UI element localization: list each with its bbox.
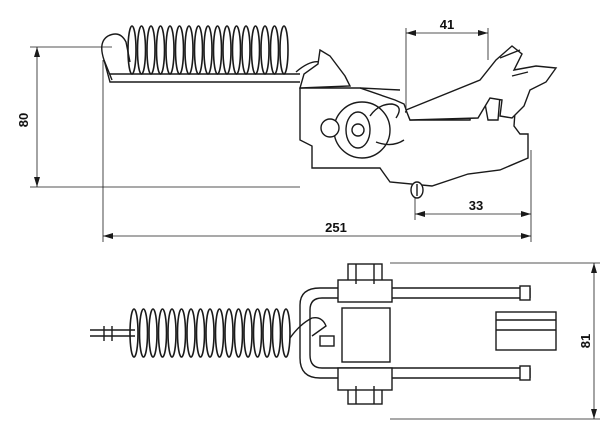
spring-coil [146, 25, 156, 75]
spring-coil [138, 308, 149, 358]
spring-coil [214, 308, 225, 358]
spring-coil [155, 25, 166, 75]
top-view: 81 [90, 262, 600, 420]
spring-coil [269, 25, 280, 75]
spring-coil [250, 25, 261, 75]
spring-coil [279, 25, 289, 75]
spring-coil [252, 308, 263, 358]
dimension-hook-offset: 33 [414, 190, 531, 220]
spring-coil [176, 308, 187, 358]
dimension-label-height: 80 [16, 113, 31, 127]
spring-coil [174, 25, 185, 75]
spring-coils [127, 25, 289, 75]
spring-coil [184, 25, 194, 75]
spring-hook [101, 33, 131, 81]
spring-coil [262, 308, 272, 358]
dimension-width: 81 [390, 262, 600, 420]
spring-coil [195, 308, 206, 358]
spring-coil [205, 308, 215, 358]
center-block [341, 307, 391, 363]
pivot-pin [345, 111, 371, 149]
hole-left [320, 118, 340, 138]
spring-coil [193, 25, 204, 75]
dimension-label-jaw-width: 41 [440, 17, 454, 32]
dimension-jaw-width: 41 [405, 17, 489, 120]
latch-arm [299, 48, 352, 89]
spring-coil [167, 308, 177, 358]
dimension-height: 80 [16, 46, 300, 188]
jaw-tab [495, 311, 557, 351]
spring-coil [260, 25, 270, 75]
spring-coils-top [129, 308, 291, 358]
spring-coil [231, 25, 242, 75]
spring-coil [148, 308, 158, 358]
jaw-lever [405, 45, 558, 121]
spring-coil [127, 25, 137, 75]
dimension-label-total-length: 251 [325, 220, 347, 235]
spring-coil [212, 25, 223, 75]
spring-coil [224, 308, 234, 358]
side-view: 80 41 251 33 [16, 17, 558, 242]
spring-coil [186, 308, 196, 358]
spring-coil [233, 308, 244, 358]
spring-coil [222, 25, 232, 75]
spring-coil [271, 308, 282, 358]
spring-coil [136, 25, 147, 75]
spring-coil [281, 308, 291, 358]
spring-coil [157, 308, 168, 358]
spring-coil [203, 25, 213, 75]
spring-coil [243, 308, 253, 358]
spring-coil [241, 25, 251, 75]
spring-coil [129, 308, 139, 358]
dimension-label-hook-offset: 33 [469, 198, 483, 213]
dimension-total-length: 251 [102, 60, 532, 242]
spring-coil [165, 25, 175, 75]
u-frame [299, 287, 530, 379]
dimension-label-width: 81 [578, 334, 593, 348]
